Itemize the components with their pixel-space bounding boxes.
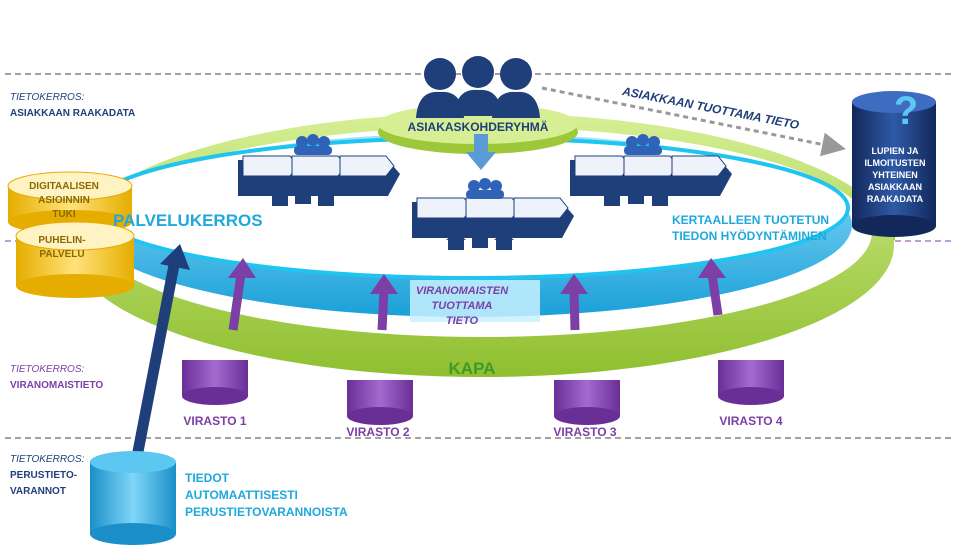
auto-data-line3: PERUSTIETOVARANNOISTA: [185, 505, 348, 519]
authority-data-line2: TUOTTAMA: [432, 300, 493, 312]
reuse-line2: TIEDON HYÖDYNTÄMINEN: [672, 228, 827, 243]
authority-data-box: [410, 280, 540, 322]
customer-group-label: ASIAKASKOHDERYHMÄ: [408, 119, 549, 134]
reuse-line1: KERTAALLEEN TUOTETUN: [672, 213, 829, 227]
agency-arrow-4: [698, 258, 726, 316]
consent-store-line4: ASIAKKAAN: [868, 182, 922, 192]
small-people-icon-center: [466, 178, 504, 199]
agency-cylinder-2: [347, 380, 413, 425]
question-mark-icon: ?: [894, 89, 918, 133]
agency-label-2: VIRASTO 2: [346, 425, 409, 439]
layer-top-caption: TIETOKERROS:: [10, 92, 84, 103]
layer-bottom-caption: TIETOKERROS:: [10, 454, 84, 465]
building-icons-right: [602, 186, 670, 206]
process-block-center: [412, 197, 574, 238]
layer-top-title: ASIAKKAAN RAAKADATA: [10, 108, 135, 119]
agency-cylinder-4: [718, 360, 784, 405]
auto-data-line2: AUTOMAATTISESTI: [185, 488, 298, 502]
layer-bottom-title-line2: VARANNOT: [10, 486, 66, 497]
phone-service-line1: PUHELIN-: [38, 235, 85, 246]
authority-data-line3: TIETO: [446, 315, 479, 327]
agency-arrow-1: [228, 258, 256, 331]
small-people-icon-left: [294, 134, 332, 155]
customer-data-arrow: [541, 86, 846, 157]
digital-support-line3: TUKI: [52, 209, 76, 220]
consent-store-line3: YHTEINEN: [872, 170, 918, 180]
consent-store-line2: ILMOITUSTEN: [865, 158, 926, 168]
auto-data-line1: TIEDOT: [185, 471, 230, 485]
consent-store-line5: RAAKADATA: [867, 194, 924, 204]
phone-service-line2: PALVELU: [39, 249, 84, 260]
digital-support-line2: ASIOINNIN: [38, 195, 90, 206]
base-registers-cylinder: [90, 451, 176, 545]
service-layer-label: PALVELUKERROS: [113, 211, 263, 230]
building-icons-left: [270, 186, 336, 206]
agency-label-3: VIRASTO 3: [553, 425, 616, 439]
consent-data-cylinder: [852, 91, 936, 237]
phone-service-cylinder: [15, 221, 135, 298]
process-block-right: [570, 155, 732, 196]
layer-bottom-title-line1: PERUSTIETO-: [10, 470, 77, 481]
small-people-icon-right: [624, 134, 662, 155]
layer-middle-title: VIRANOMAISTIETO: [10, 380, 103, 391]
building-icons-center: [446, 230, 514, 250]
digital-support-line1: DIGITAALISEN: [29, 181, 99, 192]
layer-middle-caption: TIETOKERROS:: [10, 364, 84, 375]
agency-cylinder-1: [182, 360, 248, 405]
group-down-arrow: [466, 134, 496, 170]
base-registers-arrow: [130, 244, 190, 464]
agency-arrow-2: [370, 274, 398, 331]
authority-data-line1: VIRANOMAISTEN: [416, 285, 509, 297]
agency-label-4: VIRASTO 4: [719, 414, 782, 428]
people-icon: [416, 56, 540, 118]
agency-arrow-3: [560, 274, 588, 331]
agency-label-1: VIRASTO 1: [183, 414, 246, 428]
process-block-left: [238, 155, 400, 196]
consent-store-line1: LUPIEN JA: [871, 146, 919, 156]
kapa-label: KAPA: [449, 359, 496, 378]
agency-cylinder-3: [554, 380, 620, 425]
